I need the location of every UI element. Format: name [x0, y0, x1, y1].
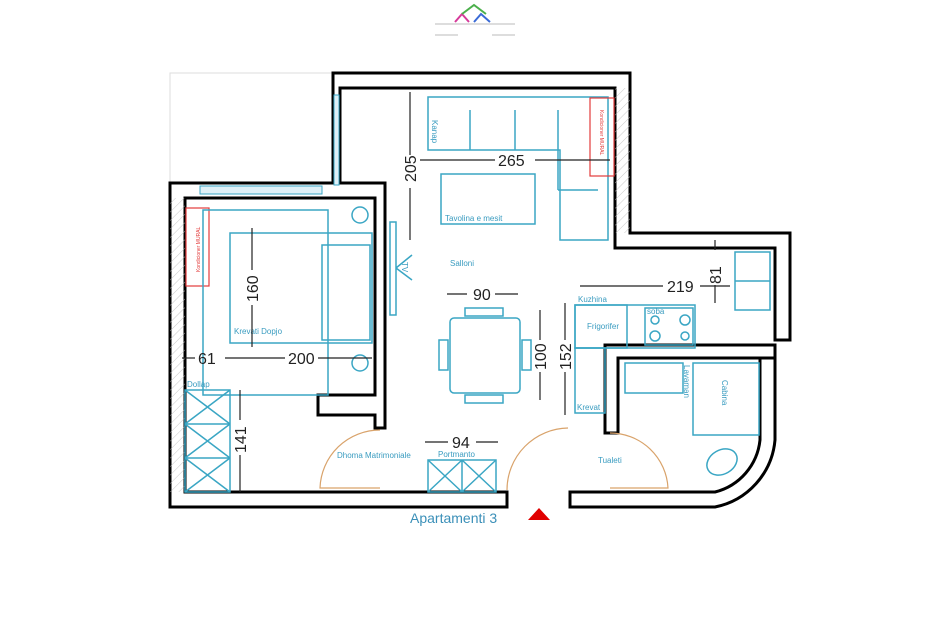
- entrance-marker: [528, 508, 550, 520]
- ac-unit-bedroom: [185, 207, 210, 287]
- plan-title: Apartamenti 3: [410, 510, 497, 526]
- dim-152: 152: [558, 343, 575, 370]
- sink-label: Lavaman: [682, 365, 691, 398]
- ac-label-bedroom: Kondicioner MURAL: [196, 226, 202, 272]
- doors: [319, 427, 669, 491]
- dim-61: 61: [198, 351, 216, 368]
- balcony-outline: [169, 72, 333, 183]
- coffee-table-label: Tavolina e mesit: [445, 214, 503, 223]
- dim-94: 94: [452, 435, 470, 452]
- dimensions: 205 265 160 61 200 90 100 219 81 152 141…: [182, 92, 730, 492]
- coat-rack: Portmanto: [427, 450, 497, 493]
- dining-table: [438, 307, 532, 404]
- dim-219: 219: [667, 279, 694, 296]
- kitchen: Kuzhina Frigorifer soba Krevat: [574, 251, 771, 414]
- coat-rack-label: Portmanto: [438, 450, 475, 459]
- kitchen-cabinet-label: Krevat: [577, 403, 601, 412]
- coffee-table: [440, 173, 536, 225]
- logo: [435, 3, 515, 36]
- sofa: Kanap: [427, 96, 609, 241]
- stove-label: soba: [647, 307, 665, 316]
- room-toilet: Tualeti: [598, 456, 622, 465]
- wardrobe: Dollap: [184, 380, 231, 493]
- sofa-label: Kanap: [430, 120, 439, 144]
- tv: [389, 221, 413, 316]
- dim-160: 160: [245, 275, 262, 302]
- ac-label-living: Kondicioner MURAL: [598, 110, 604, 156]
- dim-200: 200: [288, 351, 315, 368]
- bed: Krevati Dopjo: [202, 206, 373, 396]
- fridge-label: Frigorifer: [587, 322, 619, 331]
- dim-100: 100: [533, 343, 550, 370]
- shower-label: Cabina: [720, 380, 729, 406]
- wardrobe-label: Dollap: [187, 380, 210, 389]
- bathroom: Lavaman Cabina Tualeti: [598, 362, 760, 476]
- dim-141: 141: [233, 426, 250, 453]
- ac-unit-living: [589, 97, 615, 177]
- room-living: Salloni: [450, 259, 474, 268]
- bed-label: Krevati Dopjo: [234, 327, 283, 336]
- dim-205: 205: [403, 155, 420, 182]
- room-kitchen: Kuzhina: [578, 295, 607, 304]
- walls: [168, 71, 792, 509]
- dim-81: 81: [708, 266, 725, 284]
- dim-265: 265: [498, 153, 525, 170]
- dim-90: 90: [473, 287, 491, 304]
- tv-label: TV: [400, 262, 409, 273]
- room-bedroom: Dhoma Matrimoniale: [337, 451, 411, 460]
